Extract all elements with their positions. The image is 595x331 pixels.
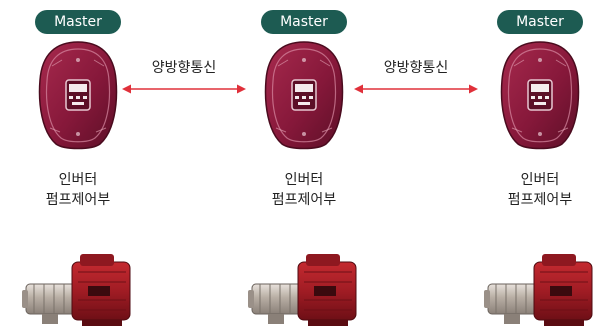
link-label: 양방향통신	[151, 60, 217, 76]
master-badge: Master	[261, 10, 347, 34]
link-2: 양방향통신	[352, 58, 480, 102]
unit-3: Master 인버터 펌프제어부	[465, 0, 595, 331]
pump-motor-icon	[248, 248, 360, 328]
inverter-controller-icon	[264, 40, 344, 152]
unit-label-line2: 펌프제어부	[271, 192, 337, 208]
unit-label: 인버터 펌프제어부	[465, 170, 595, 210]
master-badge: Master	[35, 10, 121, 34]
inverter-controller-icon	[38, 40, 118, 152]
pump-motor-icon	[484, 248, 595, 328]
bidirectional-arrow-icon	[354, 84, 478, 94]
unit-label-line1: 인버터	[58, 172, 98, 188]
link-label: 양방향통신	[383, 60, 449, 76]
unit-label-line2: 펌프제어부	[45, 192, 111, 208]
link-1: 양방향통신	[120, 58, 248, 102]
unit-label-line1: 인버터	[284, 172, 324, 188]
unit-label-line2: 펌프제어부	[507, 192, 573, 208]
unit-2: Master 인버터 펌프제어부	[229, 0, 379, 331]
unit-1: Master 인버터 펌프제어부	[3, 0, 153, 331]
master-badge: Master	[497, 10, 583, 34]
unit-label: 인버터 펌프제어부	[229, 170, 379, 210]
bidirectional-arrow-icon	[122, 84, 246, 94]
inverter-controller-icon	[500, 40, 580, 152]
pump-motor-icon	[22, 248, 134, 328]
unit-label: 인버터 펌프제어부	[3, 170, 153, 210]
unit-label-line1: 인버터	[520, 172, 560, 188]
